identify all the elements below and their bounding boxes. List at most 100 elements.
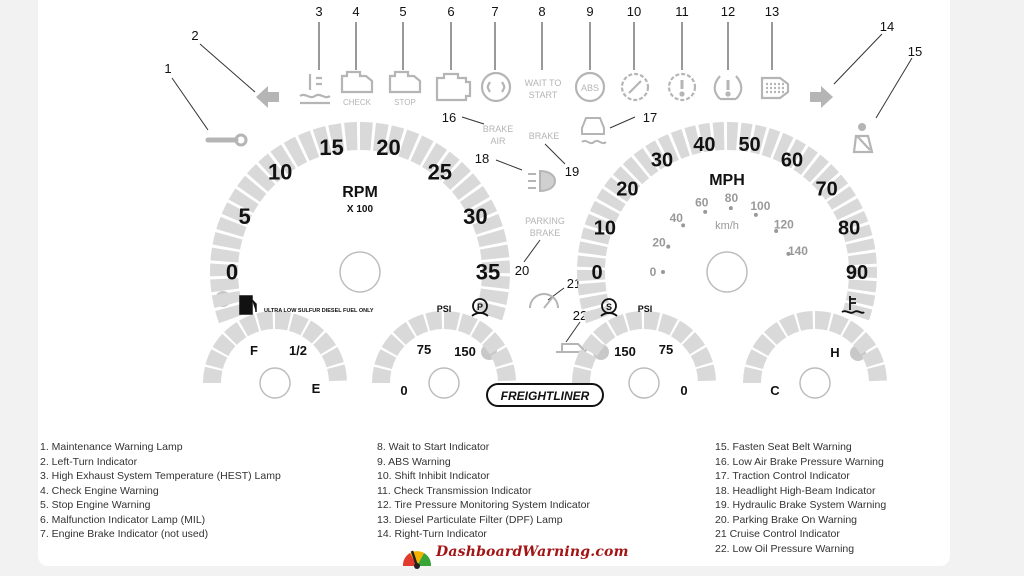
gauge-segment	[457, 313, 478, 336]
gauge-segment	[853, 332, 877, 355]
watermark-logo: DashboardWarning.com	[400, 540, 640, 570]
legend-column-3: 15. Fasten Seat Belt Warning 16. Low Air…	[715, 440, 886, 556]
tach-band	[210, 122, 510, 324]
gauge-segment	[237, 175, 267, 203]
gauge-segment	[471, 320, 494, 344]
abs-icon: ABS	[574, 71, 606, 103]
gauge-segment	[451, 173, 482, 200]
gauge-segment	[313, 332, 337, 355]
kmh-dot	[753, 212, 758, 217]
gauge-segment	[270, 144, 296, 175]
dpf-icon	[760, 76, 790, 100]
gauge-segment	[283, 136, 308, 167]
gauge-segment	[210, 263, 239, 277]
callout-numbers: 1 2 3 4 5 6 7 8 9 10 11 12 13 14 15 16 1…	[164, 4, 922, 323]
gauge-segment	[479, 244, 510, 261]
brake-label: BRAKE	[529, 131, 560, 141]
legend-item: 13. Diesel Particulate Filter (DPF) Lamp	[377, 513, 563, 526]
gauge-segment	[752, 333, 776, 356]
legend-item: 19. Hydraulic Brake System Warning	[715, 499, 887, 511]
fuel-half: 1/2	[289, 343, 307, 358]
gauge-segment	[466, 199, 498, 223]
gauge-segment	[481, 260, 510, 274]
callout-11: 11	[675, 4, 689, 19]
gauge-segment	[828, 313, 849, 336]
kmh-dot	[681, 223, 686, 228]
legend-item: 7. Engine Brake Indicator (not used)	[40, 528, 209, 540]
gauge-segment	[215, 303, 246, 324]
secondary-air-icon	[600, 298, 618, 317]
gauge-segment	[210, 278, 240, 293]
psi-label-right: PSI	[638, 304, 653, 314]
legend-item: 4. Check Engine Warning	[40, 484, 159, 497]
gauge-segment	[712, 122, 725, 151]
stop-label: STOP	[394, 98, 416, 107]
gauge-segment	[372, 122, 389, 153]
svg-text:BRAKE: BRAKE	[530, 228, 561, 238]
callout-2: 2	[191, 28, 198, 43]
callout-10: 10	[627, 4, 641, 19]
legend-column-2: 8. Wait to Start Indicator 9. ABS Warnin…	[377, 440, 590, 542]
kmh-dot	[728, 206, 733, 211]
legend-item: 22. Low Oil Pressure Warning	[715, 542, 855, 555]
tach-hub	[339, 251, 381, 293]
gauge-segment	[577, 281, 607, 296]
cruise-control-icon	[529, 293, 559, 309]
mph-tick-label: 40	[693, 134, 715, 156]
gauge-segment	[496, 364, 516, 382]
callout-12: 12	[721, 4, 735, 19]
fuel-note: ULTRA LOW SULFUR DIESEL FUEL ONLY	[264, 308, 374, 314]
gauge-logo-icon	[402, 550, 432, 569]
kmh-tick-label: 20	[652, 236, 666, 250]
gauge-segment	[344, 122, 358, 151]
gauge-segment	[459, 185, 490, 211]
callout-lines	[171, 22, 913, 343]
gauge-segment	[577, 269, 606, 282]
gauge-segment	[425, 311, 443, 331]
gauge-segment	[581, 333, 605, 356]
legend-item: 8. Wait to Start Indicator	[377, 441, 490, 453]
air-right-hub	[628, 367, 660, 399]
legend-item: 20. Parking Brake On Warning	[715, 513, 858, 526]
gauge-segment	[845, 238, 876, 254]
gauge-segment	[584, 213, 615, 234]
gauge-segment	[442, 161, 471, 190]
temp-cold: C	[770, 383, 780, 398]
gauge-segment	[682, 332, 706, 355]
gauge-segment	[328, 123, 345, 153]
temp-hot: H	[830, 345, 839, 360]
fuel-gauge: ULTRA LOW SULFUR DIESEL FUEL ONLY F 1/2 …	[203, 295, 374, 399]
tpms-icon	[713, 75, 743, 101]
callout-19: 19	[565, 164, 579, 179]
mph-tick-label: 50	[738, 134, 760, 156]
gauge-segment	[745, 349, 768, 370]
svg-text:START: START	[529, 90, 558, 100]
gauge-segment	[671, 320, 694, 344]
mph-tick-label: 20	[616, 178, 638, 200]
gauge-segment	[815, 311, 832, 331]
gauge-segment	[381, 333, 405, 356]
gauge-segment	[224, 321, 247, 345]
check-transmission-icon	[667, 72, 697, 102]
legend-item: 18. Headlight High-Beam Indicator	[715, 484, 876, 497]
gauge-segment	[321, 347, 344, 368]
gauge-segment	[479, 288, 509, 305]
gauge-segment	[385, 125, 405, 156]
gauge-segment	[819, 174, 849, 200]
kmh-tick-label: 0	[650, 265, 657, 279]
hest-icon	[299, 74, 331, 105]
gauge-segment	[593, 321, 616, 345]
callout-14: 14	[880, 19, 894, 34]
gauge-segment	[867, 364, 887, 382]
svg-text:ABS: ABS	[581, 83, 599, 93]
mph-tick-label: 70	[815, 178, 837, 200]
air-left-mid: 75	[417, 342, 431, 357]
gauge-segment	[604, 176, 633, 203]
legend-item: 12. Tire Pressure Monitoring System Indi…	[377, 499, 591, 511]
gauge-segment	[833, 198, 863, 221]
brake-air-label: BRAKE AIR	[483, 124, 514, 146]
seat-belt-icon	[852, 123, 874, 154]
